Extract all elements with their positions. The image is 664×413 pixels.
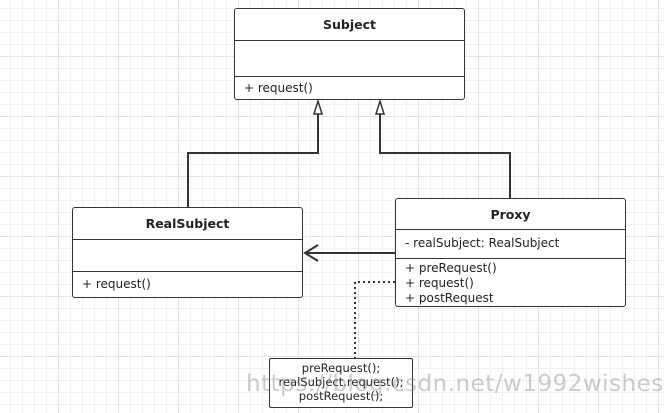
realsubject-attributes-section [73, 239, 302, 271]
realsubject-method: + request() [82, 277, 151, 291]
subject-method: + request() [244, 81, 313, 95]
realsubject-inheritance-arrowhead [312, 98, 324, 115]
proxy-class-name: Proxy [490, 206, 531, 222]
watermark: https://blog.csdn.net/w1992wishes [246, 371, 664, 397]
subject-attributes-section [235, 40, 464, 76]
proxy-association-arrowhead [303, 244, 319, 262]
note-line: postRequest(); [298, 389, 384, 403]
subject-class-name: Subject [323, 17, 376, 32]
proxy-inheritance-line [379, 114, 511, 198]
note-link-line [354, 281, 395, 358]
proxy-attributes-section: - realSubject: RealSubject [396, 229, 625, 258]
proxy-method: + preRequest() [405, 261, 497, 275]
realsubject-class[interactable]: RealSubject + request() [72, 207, 303, 298]
realsubject-inheritance-line [187, 114, 319, 207]
subject-methods-section: + request() [235, 76, 464, 99]
proxy-request-note[interactable]: preRequest(); realSubject.request(); pos… [269, 358, 413, 408]
note-line: preRequest(); [301, 361, 381, 375]
proxy-class[interactable]: Proxy - realSubject: RealSubject + preRe… [395, 198, 626, 307]
proxy-method: + request() [405, 276, 474, 290]
proxy-attribute: - realSubject: RealSubject [405, 236, 560, 251]
subject-class[interactable]: Subject + request() [234, 8, 465, 100]
realsubject-class-name: RealSubject [145, 216, 230, 231]
proxy-methods-section: + preRequest() + request() + postRequest [396, 258, 625, 306]
proxy-inheritance-arrowhead [374, 98, 386, 115]
realsubject-methods-section: + request() [73, 271, 302, 297]
proxy-method: + postRequest [405, 291, 494, 305]
note-line: realSubject.request(); [278, 375, 404, 389]
